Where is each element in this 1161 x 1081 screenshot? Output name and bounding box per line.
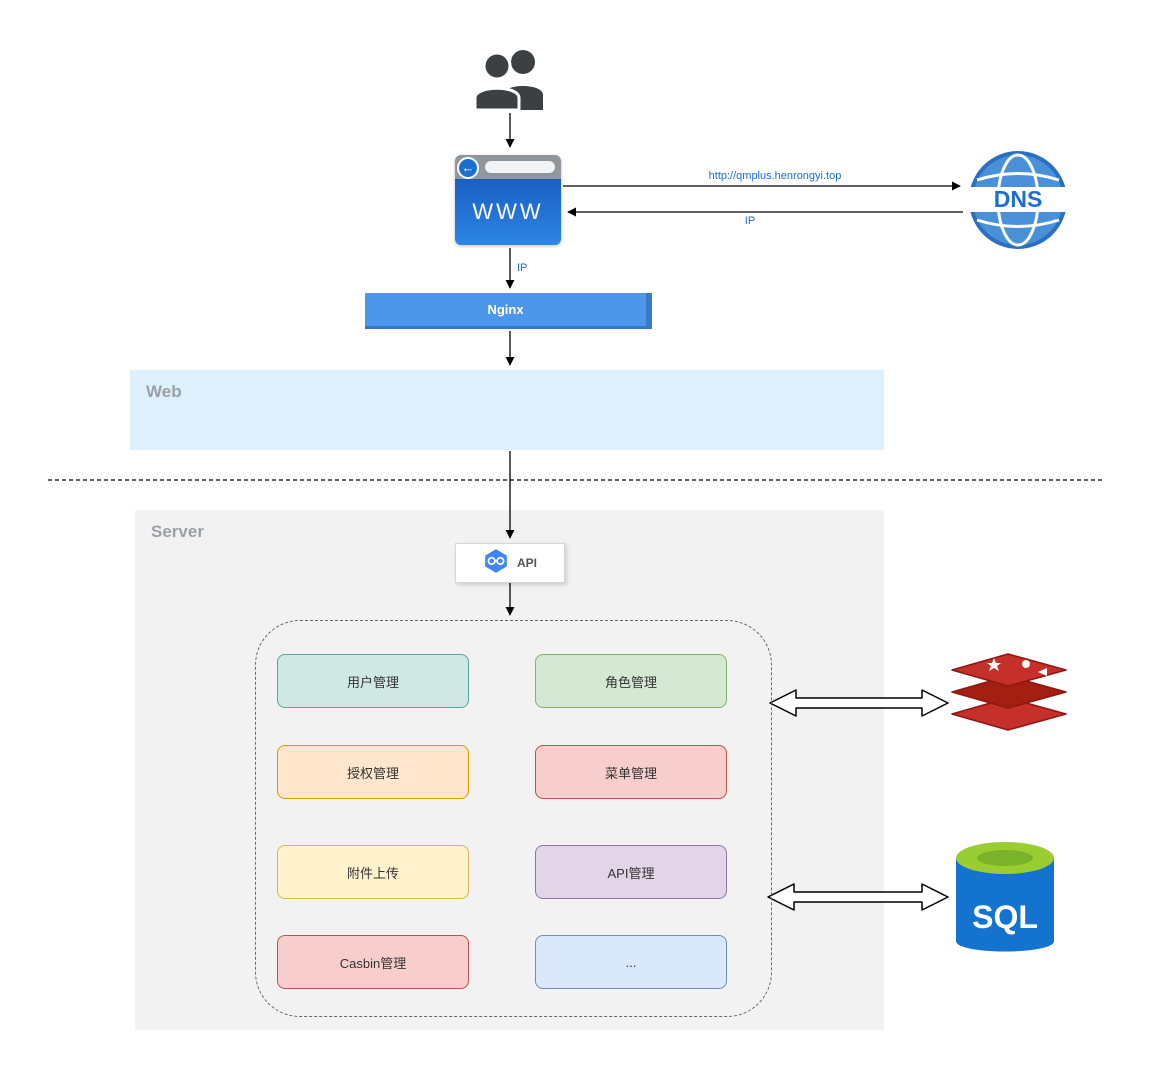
api-hexagon-icon: [483, 548, 509, 579]
api-label: API: [516, 556, 537, 570]
dns-globe-icon: DNS: [966, 150, 1070, 255]
module-user-management: 用户管理: [277, 654, 469, 708]
edge-label-request-url: http://qmplus.henrongyi.top: [708, 170, 842, 182]
nginx-node: Nginx: [365, 293, 652, 329]
web-zone-label: Web: [146, 382, 182, 401]
browser-www-label: WWW: [472, 199, 544, 224]
back-arrow-icon: ←: [457, 157, 479, 179]
sql-label: SQL: [972, 899, 1038, 935]
sql-database-icon: SQL: [955, 838, 1055, 969]
redis-icon: [950, 650, 1070, 750]
module-menu-management: 菜单管理: [535, 745, 727, 799]
edge-label-dns-response: IP: [744, 215, 756, 227]
module-casbin-management: Casbin管理: [277, 935, 469, 989]
edge-label-browser-to-nginx: IP: [517, 262, 528, 274]
browser-body: WWW: [455, 179, 561, 245]
module-file-upload: 附件上传: [277, 845, 469, 899]
browser-address-bar: [485, 161, 555, 173]
module-more: ...: [535, 935, 727, 989]
module-auth-management: 授权管理: [277, 745, 469, 799]
users-icon: [472, 46, 548, 117]
module-api-management: API管理: [535, 845, 727, 899]
web-zone: Web: [130, 370, 884, 450]
module-group-container: [255, 620, 772, 1017]
server-zone-label: Server: [151, 522, 204, 541]
dns-label: DNS: [994, 186, 1043, 212]
module-role-management: 角色管理: [535, 654, 727, 708]
nginx-label: Nginx: [487, 302, 524, 317]
browser-node: ← WWW: [455, 155, 561, 245]
api-node: API: [455, 543, 565, 583]
